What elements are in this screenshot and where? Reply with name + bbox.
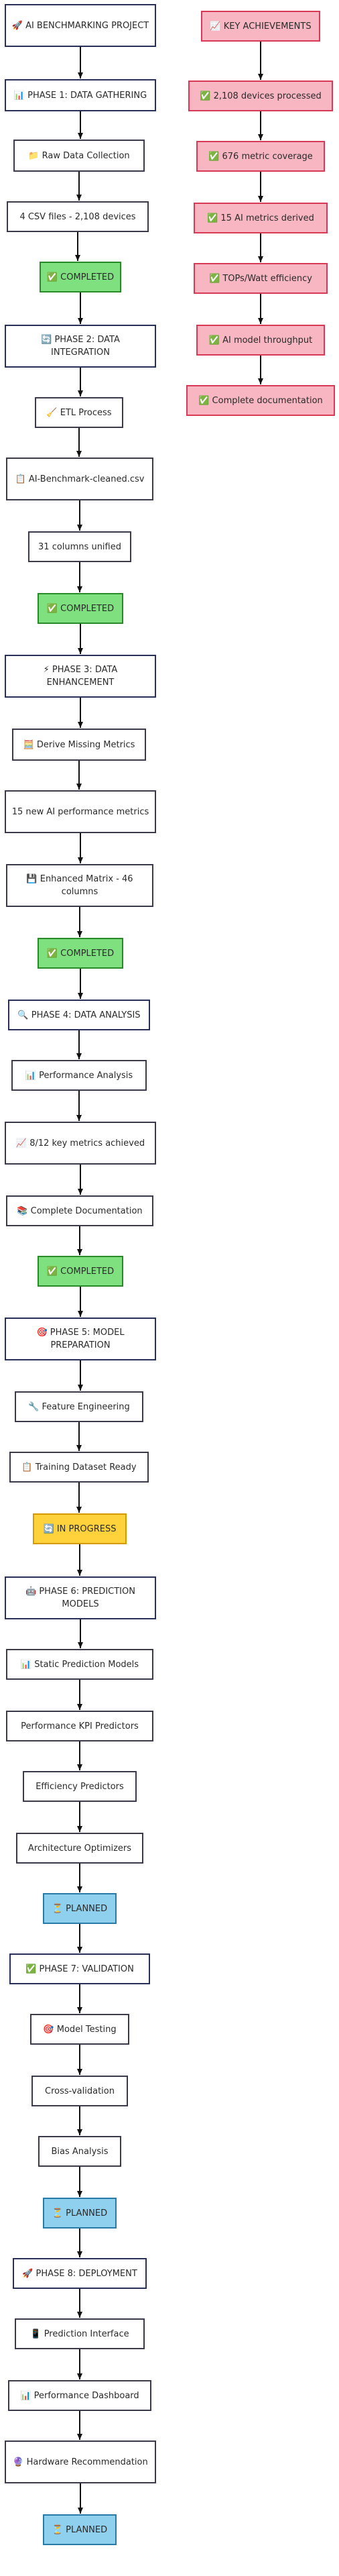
node-ai-model-throughput: ✅ AI model throughput (196, 325, 325, 356)
node-performance-kpi-predictors: Performance KPI Predictors (6, 1711, 153, 1741)
node-static-prediction-models: 📊 Static Prediction Models (6, 1649, 153, 1680)
node-columns-unified: 31 columns unified (28, 531, 131, 562)
node-phase-4: 🔍 PHASE 4: DATA ANALYSIS (8, 1000, 150, 1030)
node-phase-2: 🔄 PHASE 2: DATA INTEGRATION (5, 325, 156, 368)
node-phase-7: ✅ PHASE 7: VALIDATION (9, 1953, 150, 1984)
node-cross-validation: Cross-validation (31, 2076, 128, 2106)
node-bias-analysis: Bias Analysis (38, 2136, 121, 2167)
node-feature-engineering: 🔧 Feature Engineering (15, 1391, 143, 1422)
node-complete-documentation: 📚 Complete Documentation (6, 1195, 153, 1226)
node-key-metrics-achieved: 📈 8/12 key metrics achieved (5, 1122, 156, 1165)
node-phase-3: ⚡ PHASE 3: DATA ENHANCEMENT (5, 655, 156, 698)
node-model-testing: 🎯 Model Testing (30, 2014, 129, 2045)
node-ai-metrics-derived: ✅ 15 AI metrics derived (194, 203, 328, 233)
node-architecture-optimizers: Architecture Optimizers (16, 1833, 143, 1864)
node-phase-1: 📊 PHASE 1: DATA GATHERING (5, 79, 156, 111)
node-devices-processed: ✅ 2,108 devices processed (188, 80, 333, 111)
node-phase-7-status: ⏳ PLANNED (43, 2198, 117, 2229)
node-training-dataset-ready: 📋 Training Dataset Ready (9, 1452, 149, 1483)
node-metric-coverage: ✅ 676 metric coverage (196, 141, 325, 172)
node-phase-6: 🤖 PHASE 6: PREDICTION MODELS (5, 1576, 156, 1619)
node-start: 🚀 AI BENCHMARKING PROJECT (5, 4, 156, 47)
node-key-achievements: 📈 KEY ACHIEVEMENTS (201, 11, 320, 42)
node-cleaned-csv: 📋 AI-Benchmark-cleaned.csv (6, 458, 153, 500)
node-phase-4-status: ✅ COMPLETED (38, 1256, 123, 1287)
node-efficiency-predictors: Efficiency Predictors (23, 1771, 137, 1802)
node-phase-8: 🚀 PHASE 8: DEPLOYMENT (13, 2258, 147, 2289)
node-complete-documentation-achievement: ✅ Complete documentation (186, 385, 335, 416)
node-phase-1-status: ✅ COMPLETED (40, 262, 121, 292)
node-new-ai-metrics: 15 new AI performance metrics (5, 790, 156, 833)
node-enhanced-matrix: 💾 Enhanced Matrix - 46 columns (6, 864, 153, 907)
node-phase-8-status: ⏳ PLANNED (43, 2514, 117, 2545)
node-phase-2-status: ✅ COMPLETED (38, 593, 123, 624)
node-etl-process: 🧹 ETL Process (35, 397, 123, 428)
node-prediction-interface: 📱 Prediction Interface (15, 2318, 145, 2349)
node-performance-dashboard: 📊 Performance Dashboard (8, 2380, 151, 2411)
node-csv-files: 4 CSV files - 2,108 devices (7, 201, 149, 232)
node-phase-5-status: 🔄 IN PROGRESS (33, 1513, 127, 1544)
node-tops-watt-efficiency: ✅ TOPs/Watt efficiency (194, 263, 328, 294)
node-raw-data-collection: 📁 Raw Data Collection (13, 140, 145, 172)
node-phase-6-status: ⏳ PLANNED (43, 1893, 117, 1924)
node-derive-missing-metrics: 🧮 Derive Missing Metrics (12, 729, 146, 761)
node-performance-analysis: 📊 Performance Analysis (11, 1060, 147, 1091)
node-phase-5: 🎯 PHASE 5: MODEL PREPARATION (5, 1318, 156, 1360)
node-hardware-recommendation: 🔮 Hardware Recommendation (5, 2440, 156, 2483)
node-phase-3-status: ✅ COMPLETED (38, 938, 123, 969)
